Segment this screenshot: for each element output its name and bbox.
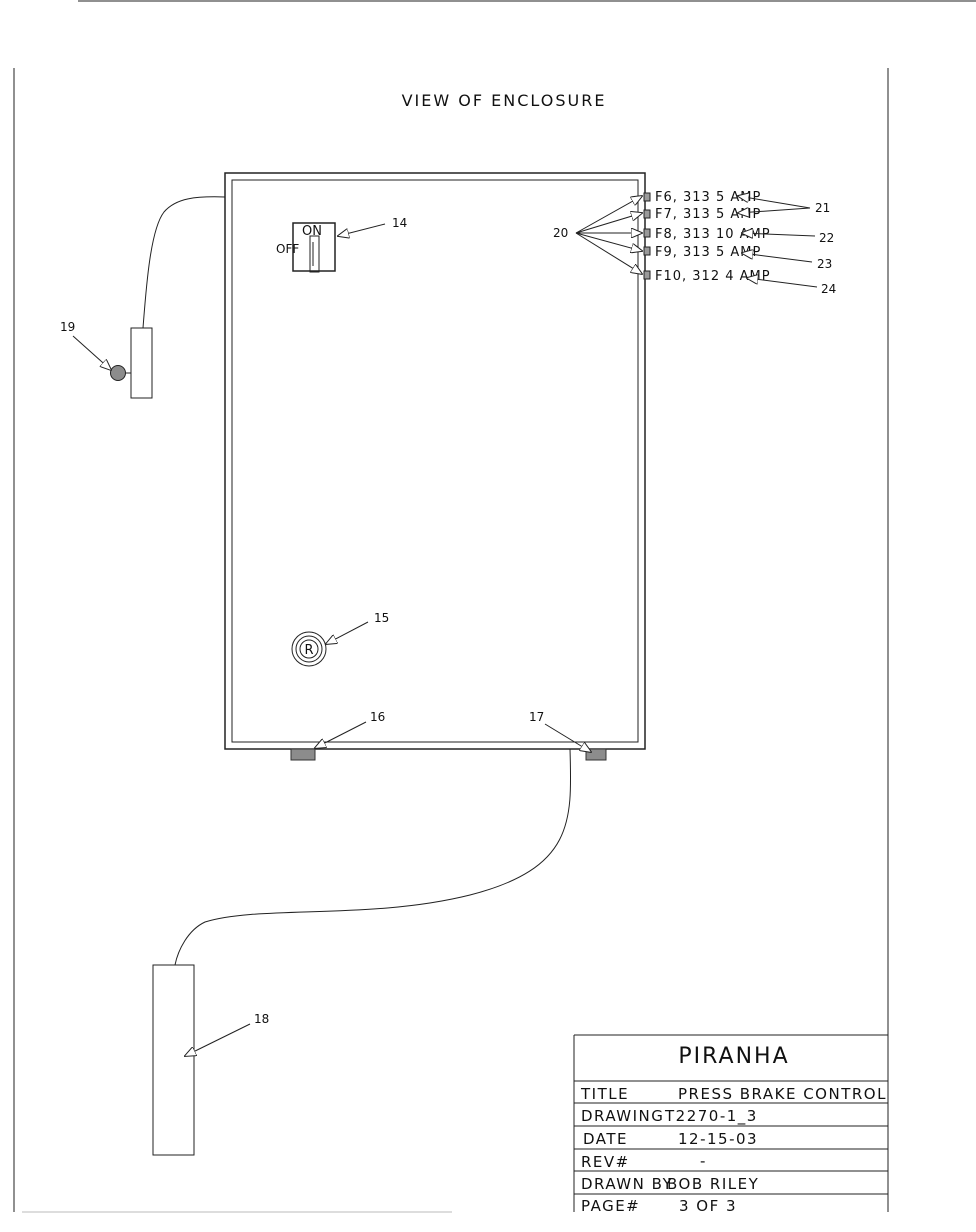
title-block-title-label: TITLE [580,1085,629,1103]
callout-17: 17 [529,710,544,724]
leader-14 [338,223,386,236]
leader-18 [185,1023,251,1056]
foot-pedal [152,964,195,1156]
leader-15 [326,621,369,644]
fuse-label-f9: F9, 313 5 AMP [655,245,761,260]
pendant-button [110,365,126,381]
callout-15: 15 [374,611,389,625]
callout-24: 24 [821,282,836,296]
leader-24 [747,278,818,288]
callout-23: 23 [817,257,832,271]
title-block-page-value: 3 OF 3 [679,1197,737,1215]
connector-17 [585,748,607,761]
view-title: VIEW OF ENCLOSURE [402,91,607,110]
leader-23 [742,253,813,263]
leader-19 [72,335,111,370]
leader-21a [738,196,811,209]
on-off-switch [292,222,336,273]
title-block-date-label: DATE [583,1130,628,1148]
fuse-blocks [643,192,651,280]
callout-21: 21 [815,201,830,215]
title-block-rev-label: REV# [581,1153,630,1171]
callout-22: 22 [819,231,834,245]
callout-16: 16 [370,710,385,724]
title-block-company: PIRANHA [678,1044,789,1069]
callout-19: 19 [60,320,75,334]
fuse-label-f6: F6, 313 5 AMP [655,190,761,205]
leader-22 [742,233,816,236]
pendant-cable [142,196,226,329]
leader-21b [738,208,811,213]
callout-18: 18 [254,1012,269,1026]
leader-17 [544,723,591,752]
enclosure [224,172,646,750]
title-block-page-label: PAGE# [581,1197,640,1215]
switch-on-label: ON [302,224,322,239]
leader-16 [315,721,367,748]
callout-20: 20 [553,226,568,240]
title-block-drawn-by-value: BOB RILEY [667,1175,759,1193]
pendant-box [130,327,153,399]
title-block [573,1034,888,1212]
foot-pedal-cable [174,748,572,966]
title-block-drawing-label: DRAWING [581,1107,664,1125]
title-block-date-value: 12-15-03 [678,1130,758,1148]
switch-off-label: OFF [276,242,299,256]
title-block-drawn-by-label: DRAWN BY [581,1175,673,1193]
title-block-drawing-value: T2270-1_3 [664,1107,758,1126]
leader-20 [575,196,642,274]
connector-16 [290,748,316,761]
key-switch [291,631,327,667]
fuse-label-f8: F8, 313 10 AMP [655,227,771,242]
fuse-label-f7: F7, 313 5 AMP [655,207,761,222]
title-block-title-value: PRESS BRAKE CONTROL [678,1085,887,1103]
title-block-rev-value: - [700,1152,707,1170]
key-switch-glyph: R [304,643,313,658]
fuse-label-f10: F10, 312 4 AMP [655,269,771,284]
callout-14: 14 [392,216,407,230]
